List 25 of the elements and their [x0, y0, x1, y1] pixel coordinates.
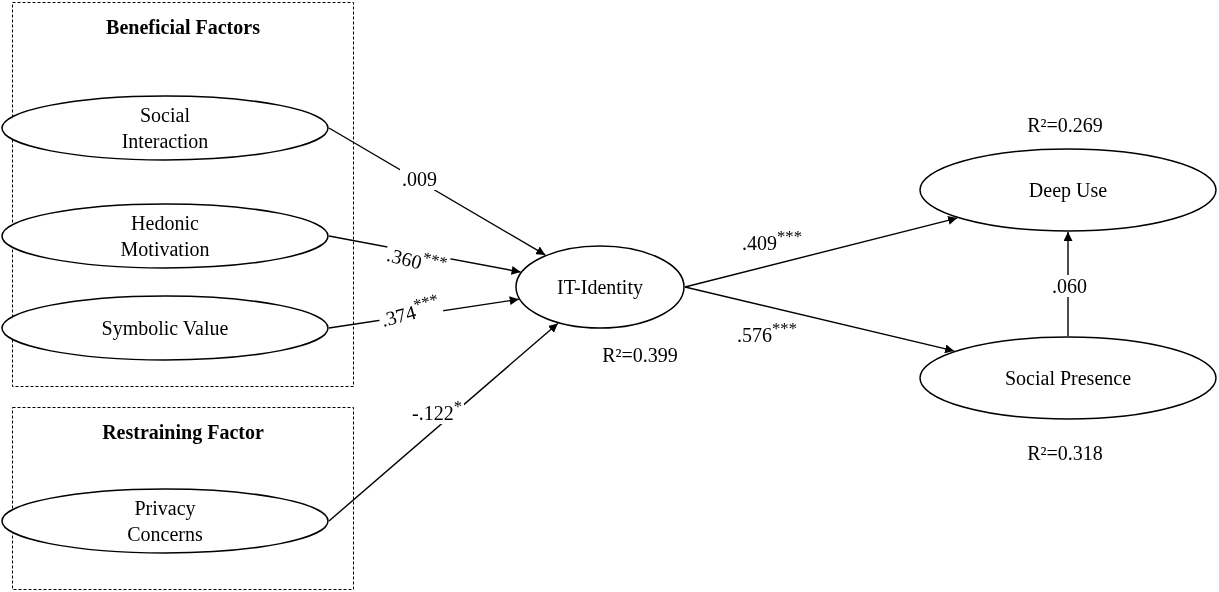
- construct-label: Privacy Concerns: [126, 496, 204, 547]
- construct-label: Social Presence: [1004, 366, 1132, 391]
- r-squared-label: R²=0.399: [602, 343, 678, 367]
- construct-ellipse: [919, 148, 1217, 232]
- path-arrow: [684, 286, 955, 354]
- construct-label: Deep Use: [1028, 178, 1108, 203]
- path-arrow: [684, 215, 958, 288]
- path-coefficient-label: -.122$^{*}$: [410, 398, 464, 424]
- construct-label: IT-Identity: [557, 275, 643, 300]
- group-heading: Restraining Factor: [102, 421, 264, 444]
- path-coefficient-label: .060: [1050, 275, 1089, 297]
- construct-label: Symbolic Value: [101, 316, 229, 341]
- construct-ellipse: [1, 488, 329, 554]
- construct-label: Social Interaction: [120, 103, 210, 154]
- construct-ellipse: [1, 295, 329, 361]
- construct-ellipse: [1, 95, 329, 161]
- path-arrow: [328, 322, 559, 522]
- r-squared-label: R²=0.318: [1027, 441, 1103, 465]
- construct-label: Hedonic Motivation: [119, 211, 211, 262]
- construct-ellipse: [515, 245, 685, 329]
- construct-ellipse: [919, 336, 1217, 420]
- r-squared-label: R²=0.269: [1027, 113, 1103, 137]
- group-heading: Beneficial Factors: [106, 16, 260, 39]
- construct-ellipse: [1, 203, 329, 269]
- path-coefficient-label: .009: [400, 168, 439, 190]
